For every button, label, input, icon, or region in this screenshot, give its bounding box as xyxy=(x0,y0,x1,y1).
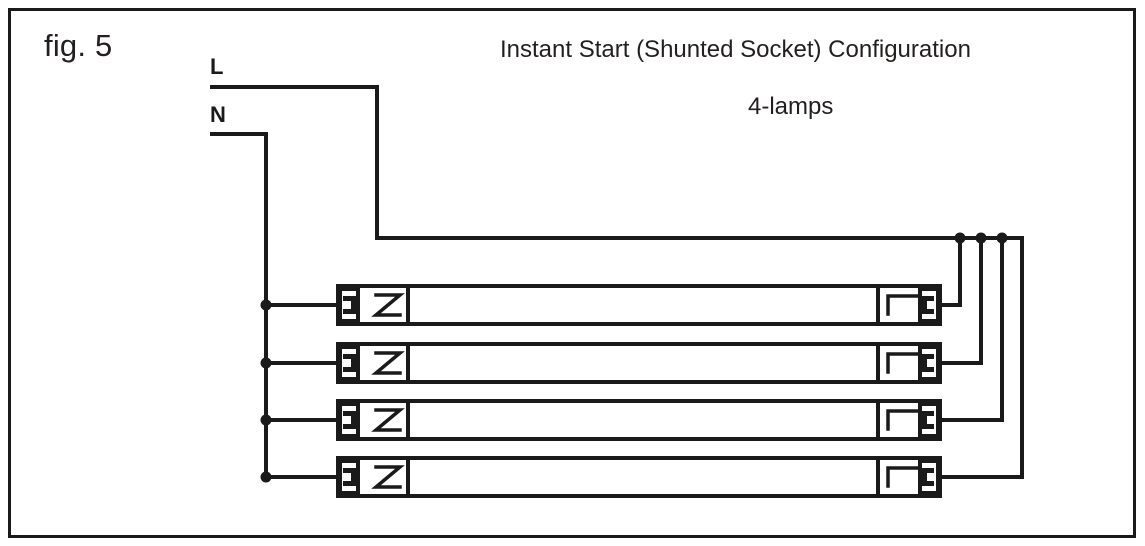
junction-dot-neutral-2 xyxy=(260,357,272,369)
lamp-mark-right-4 xyxy=(886,466,928,488)
diagram-title: Instant Start (Shunted Socket) Configura… xyxy=(500,36,971,63)
socket-pin-bottom-right-2 xyxy=(923,367,934,372)
socket-pin-bottom-right-4 xyxy=(923,481,934,486)
junction-dot-neutral-4 xyxy=(260,471,272,483)
socket-pin-bottom-left-2 xyxy=(343,367,354,372)
socket-pin-bottom-right-3 xyxy=(923,424,934,429)
socket-pin-top-right-4 xyxy=(923,468,934,473)
socket-shunt-left-1 xyxy=(351,296,356,314)
socket-pin-bottom-left-1 xyxy=(343,309,354,314)
socket-shunt-right-4 xyxy=(922,468,927,486)
socket-pin-top-left-2 xyxy=(343,354,354,359)
diagram-subtitle: 4-lamps xyxy=(748,93,834,120)
socket-pin-top-left-1 xyxy=(343,296,354,301)
socket-pin-top-left-3 xyxy=(343,411,354,416)
lamp-mark-right-2 xyxy=(886,352,928,374)
socket-pin-bottom-right-1 xyxy=(923,309,934,314)
socket-pin-top-left-4 xyxy=(343,468,354,473)
socket-pin-top-right-2 xyxy=(923,354,934,359)
terminal-label-line: L xyxy=(210,54,224,79)
socket-pin-top-right-1 xyxy=(923,296,934,301)
lamp-return-2 xyxy=(938,236,983,365)
socket-shunt-right-1 xyxy=(922,296,927,314)
lamp-tube-1 xyxy=(336,284,942,326)
socket-pin-bottom-left-4 xyxy=(343,481,354,486)
socket-pin-top-right-3 xyxy=(923,411,934,416)
lamp-mark-right-1 xyxy=(886,294,928,316)
lamp-mark-left-1 xyxy=(371,293,405,317)
socket-pin-bottom-left-3 xyxy=(343,424,354,429)
lamp-mark-right-3 xyxy=(886,409,928,431)
socket-shunt-right-3 xyxy=(922,411,927,429)
line-conductor xyxy=(210,85,1024,240)
junction-dot-neutral-1 xyxy=(260,299,272,311)
socket-shunt-left-4 xyxy=(351,468,356,486)
lamp-mark-left-3 xyxy=(371,408,405,432)
lamp-mark-left-4 xyxy=(371,465,405,489)
lamp-mark-left-2 xyxy=(371,351,405,375)
lamp-return-1 xyxy=(938,236,962,307)
lamp-tube-2 xyxy=(336,342,942,384)
socket-shunt-left-2 xyxy=(351,354,356,372)
socket-shunt-left-3 xyxy=(351,411,356,429)
junction-dot-line-2 xyxy=(975,232,987,244)
lamp-return-4 xyxy=(938,236,1024,479)
lamp-tube-4 xyxy=(336,456,942,498)
figure-label: fig. 5 xyxy=(44,28,113,63)
lamp-return-3 xyxy=(938,236,1004,422)
junction-dot-neutral-3 xyxy=(260,414,272,426)
junction-dot-line-3 xyxy=(996,232,1008,244)
terminal-label-neutral: N xyxy=(210,102,226,127)
socket-shunt-right-2 xyxy=(922,354,927,372)
neutral-conductor xyxy=(210,132,268,479)
diagram-border xyxy=(8,8,1136,538)
lamp-tube-3 xyxy=(336,399,942,441)
junction-dot-line-1 xyxy=(954,232,966,244)
